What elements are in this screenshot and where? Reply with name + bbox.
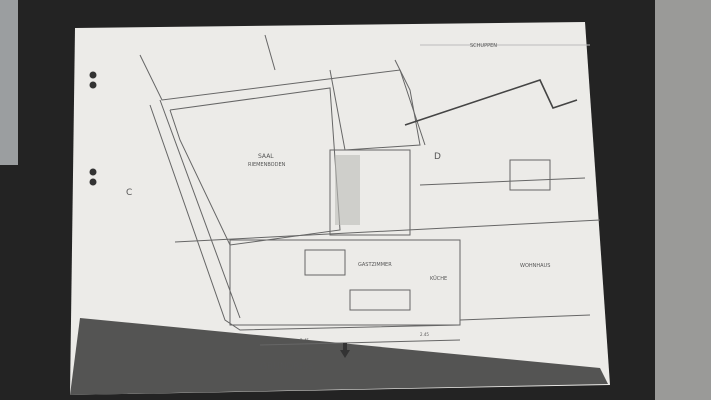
tiled-area bbox=[335, 155, 360, 225]
dimension-label: 2.45 bbox=[300, 338, 309, 343]
plastic-sleeve bbox=[0, 0, 18, 165]
boundary-line bbox=[404, 79, 578, 126]
dimension-label: 2.45 bbox=[262, 338, 271, 343]
punch-hole bbox=[89, 81, 97, 89]
section-marker-c: C bbox=[126, 188, 132, 198]
dimension-label: 2.45 bbox=[420, 332, 429, 337]
punch-hole bbox=[89, 71, 97, 79]
punch-hole bbox=[89, 178, 97, 186]
room-label-saal: SAAL bbox=[258, 153, 274, 160]
plan-lines bbox=[139, 34, 601, 346]
room-label-kueche: KÜCHE bbox=[430, 275, 447, 282]
punch-hole bbox=[89, 168, 97, 176]
north-arrow-icon bbox=[340, 343, 350, 358]
dimension-label: 19.00 bbox=[362, 346, 374, 351]
label-schuppen: SCHUPPEN bbox=[470, 43, 497, 49]
paper-shadow bbox=[70, 318, 608, 395]
room-label-riemenboden: RIEMENBODEN bbox=[248, 162, 286, 168]
section-marker-d: D bbox=[434, 152, 441, 162]
side-panel bbox=[655, 0, 711, 400]
plan-title: GRUNDRISS bbox=[260, 362, 314, 372]
label-wohnhaus: WOHNHAUS bbox=[520, 263, 550, 269]
room-label-gastzimmer: GASTZIMMER bbox=[358, 262, 392, 268]
